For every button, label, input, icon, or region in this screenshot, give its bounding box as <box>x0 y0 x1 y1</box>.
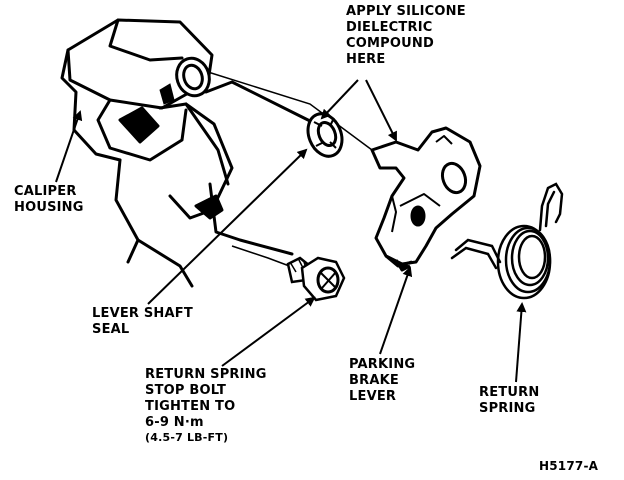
label-line: SEAL <box>92 322 130 337</box>
label-line: 6-9 N·m <box>145 415 204 430</box>
label-line: BRAKE <box>349 373 399 388</box>
return-spring-stop-bolt <box>286 256 346 302</box>
label-line: COMPOUND <box>346 36 434 51</box>
label-line: PARKING <box>349 357 416 372</box>
label-line: HERE <box>346 52 386 67</box>
label-apply-compound: APPLY SILICONE DIELECTRIC COMPOUND HERE <box>346 4 466 68</box>
label-return-spring: RETURN SPRING <box>479 385 539 417</box>
label-lever-shaft-seal: LEVER SHAFT SEAL <box>92 306 193 338</box>
label-stop-bolt: RETURN SPRING STOP BOLT TIGHTEN TO 6-9 N… <box>145 367 267 445</box>
label-line: HOUSING <box>14 200 84 215</box>
parking-brake-lever <box>370 126 482 272</box>
caliper-housing <box>60 18 314 288</box>
label-line: DIELECTRIC <box>346 20 433 35</box>
return-spring <box>450 182 564 300</box>
label-parking-brake-lever: PARKING BRAKE LEVER <box>349 357 415 405</box>
label-line: RETURN <box>479 385 540 400</box>
label-line: LEVER SHAFT <box>92 306 193 321</box>
label-line: TIGHTEN TO <box>145 399 236 414</box>
label-caliper-housing: CALIPER HOUSING <box>14 184 84 216</box>
label-line: SPRING <box>479 401 536 416</box>
figure-code: H5177-A <box>539 459 599 473</box>
leader-lines <box>55 79 527 383</box>
label-torque-ft: (4.5-7 LB-FT) <box>145 431 229 444</box>
label-line: LEVER <box>349 389 397 404</box>
label-line: STOP BOLT <box>145 383 227 398</box>
label-line: CALIPER <box>14 184 77 199</box>
label-line: APPLY SILICONE <box>346 4 466 19</box>
lever-shaft-seal <box>306 112 344 158</box>
label-line: RETURN SPRING <box>145 367 267 382</box>
centerline <box>207 71 373 271</box>
